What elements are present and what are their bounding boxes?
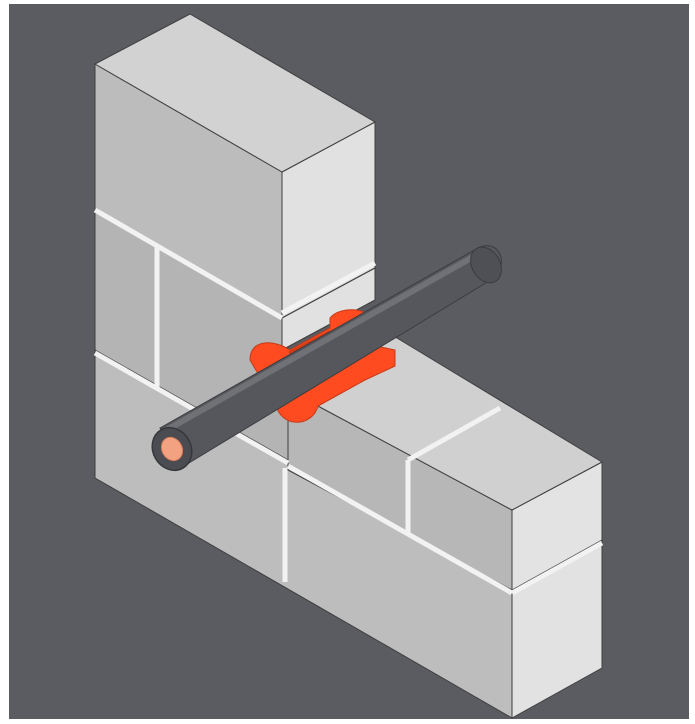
mortar-joint [286, 463, 514, 596]
pipe-far-end [470, 246, 502, 284]
column-end-lower [281, 267, 376, 351]
pipe-bore [160, 436, 184, 462]
mortar-joint [280, 260, 377, 316]
mortar-joints [93, 207, 604, 596]
top-block-top [94, 13, 376, 173]
mortar-joint [93, 350, 290, 466]
mortar-joint [93, 207, 284, 321]
mortar-joint [510, 540, 604, 596]
pipe [151, 245, 502, 472]
mortar-joint [406, 405, 502, 463]
pipe-highlight [160, 250, 483, 435]
